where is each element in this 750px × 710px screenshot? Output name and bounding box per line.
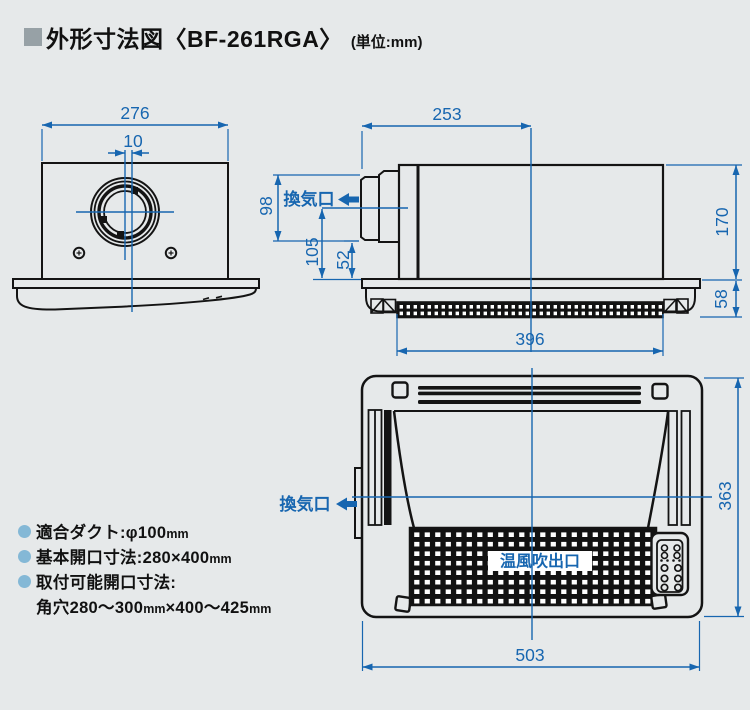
vent-arrow-icon bbox=[336, 497, 357, 511]
panel-button bbox=[673, 574, 683, 583]
dim-label-duct-center-height: 105 bbox=[302, 237, 322, 266]
top-intake-slats bbox=[418, 386, 641, 404]
screw-square-top-left bbox=[391, 381, 409, 399]
note-range-unit2: mm bbox=[249, 602, 272, 616]
screw-square-bottom-right bbox=[650, 593, 668, 610]
dim-170: 170 bbox=[666, 164, 742, 279]
dim-label-panel-thickness: 58 bbox=[711, 289, 731, 308]
panel-dot bbox=[672, 559, 675, 562]
note-range-unit1: mm bbox=[143, 602, 166, 616]
panel-dot bbox=[660, 559, 663, 562]
spec-notes: 適合ダクト:φ100 mm 基本開口寸法:280×400 mm 取付可能開口寸法… bbox=[18, 519, 378, 619]
page-header: 外形寸法図〈BF-261RGA〉 (単位:mm) bbox=[24, 20, 422, 54]
note-opening-unit: mm bbox=[209, 552, 232, 566]
panel-button bbox=[660, 544, 669, 552]
panel-dot bbox=[678, 559, 681, 562]
dim-363: 363 bbox=[704, 377, 744, 618]
bullet-icon bbox=[18, 550, 31, 563]
note-install-label: 取付可能開口寸法: bbox=[36, 574, 177, 592]
vent-label-elevation: 換気口 bbox=[284, 189, 335, 209]
panel-flange-band bbox=[12, 278, 260, 289]
side-profile-view: 276 10 bbox=[12, 103, 260, 312]
dim-10: 10 bbox=[108, 131, 149, 157]
outlet-louver-strip bbox=[396, 301, 664, 319]
duct-collar bbox=[378, 170, 398, 243]
dim-52: 52 bbox=[333, 240, 359, 278]
note-duct-unit: mm bbox=[166, 527, 189, 541]
bayonet-notch bbox=[117, 231, 124, 238]
vent-label-front: 換気口 bbox=[280, 494, 331, 514]
bayonet-notch bbox=[131, 187, 138, 194]
dim-label-panel-width: 503 bbox=[515, 645, 544, 665]
panel-dot bbox=[666, 559, 669, 562]
vent-arrow-icon bbox=[338, 193, 359, 206]
dim-label-duct-to-center: 253 bbox=[432, 104, 461, 124]
heading-square-icon bbox=[24, 28, 42, 46]
outlet-label: 温風吹出口 bbox=[499, 552, 580, 571]
dim-label-body-height: 170 bbox=[712, 207, 732, 236]
dim-label-grille-width: 396 bbox=[515, 329, 544, 349]
panel-button bbox=[660, 583, 669, 592]
panel-button bbox=[660, 551, 669, 560]
panel-button bbox=[673, 551, 681, 560]
note-opening-label: 基本開口寸法:280×400 bbox=[36, 549, 210, 567]
dim-253: 253 bbox=[361, 104, 531, 169]
note-range-part2: ×400〜425 bbox=[165, 599, 250, 617]
note-opening: 基本開口寸法:280×400 mm bbox=[18, 544, 378, 569]
panel-button bbox=[660, 563, 669, 573]
screw-square-top-right bbox=[651, 382, 669, 400]
panel-button bbox=[673, 563, 683, 573]
panel-detail-ticks bbox=[202, 295, 223, 301]
right-side-slats bbox=[667, 410, 691, 526]
dim-label-duct-offset: 10 bbox=[123, 131, 143, 151]
note-range-part1: 角穴280〜300 bbox=[36, 599, 144, 617]
dim-58: 58 bbox=[700, 279, 742, 318]
note-install: 取付可能開口寸法: bbox=[18, 569, 378, 594]
page-title: 外形寸法図〈BF-261RGA〉 bbox=[46, 26, 343, 52]
outlet-label-box bbox=[488, 551, 592, 571]
dim-105: 105 bbox=[302, 209, 361, 281]
dim-396: 396 bbox=[396, 314, 664, 356]
dim-label-duct-to-panel: 52 bbox=[333, 250, 353, 269]
front-face-view: 温風吹出口 換気口 bbox=[280, 368, 744, 671]
intake-window bbox=[392, 410, 670, 529]
screw-square-bottom-left bbox=[394, 595, 412, 613]
dim-label-panel-height: 363 bbox=[715, 481, 735, 510]
dim-503: 503 bbox=[361, 621, 701, 671]
screw-holes bbox=[72, 246, 178, 260]
dim-label-duct-diameter: 98 bbox=[256, 196, 276, 215]
panel-button bbox=[660, 574, 669, 583]
bullet-icon bbox=[18, 575, 31, 588]
bayonet-notch bbox=[100, 216, 107, 223]
note-duct-label: 適合ダクト:φ100 bbox=[36, 524, 167, 542]
left-side-slats bbox=[367, 409, 392, 526]
note-duct: 適合ダクト:φ100 mm bbox=[18, 519, 378, 544]
louver-end-hatch-left bbox=[370, 298, 397, 314]
louver-end-hatch-right bbox=[663, 298, 689, 314]
front-elevation-view: 253 98 換気口 105 52 170 bbox=[256, 104, 742, 356]
dim-label-side-width: 276 bbox=[120, 103, 149, 123]
unit-note: (単位:mm) bbox=[350, 34, 423, 51]
dim-276: 276 bbox=[41, 103, 229, 161]
control-panel bbox=[650, 531, 690, 610]
panel-curved-profile bbox=[16, 287, 257, 311]
panel-button bbox=[673, 583, 683, 592]
note-install-range: 角穴280〜300 mm ×400〜425 mm bbox=[18, 594, 378, 619]
bullet-icon bbox=[18, 525, 31, 538]
panel-button bbox=[673, 544, 681, 552]
